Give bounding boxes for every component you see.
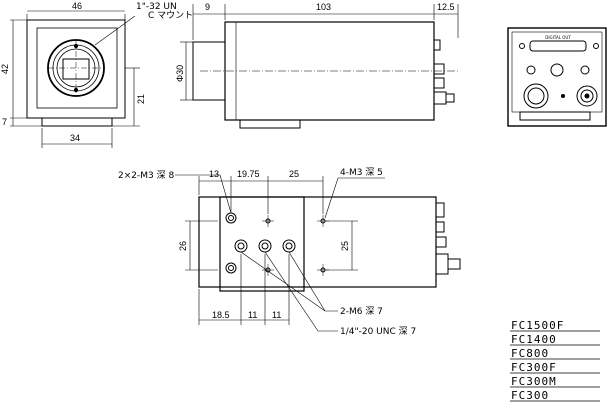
front-view: [10, 10, 140, 148]
dim-lens-length: 9: [205, 2, 210, 12]
m3-hole-bottom-left: [225, 262, 237, 274]
model-5: FC300M: [511, 375, 557, 388]
small-connector-mid: [550, 63, 564, 77]
model-list: FC1500F FC1400 FC800 FC300F FC300M FC300: [510, 319, 600, 402]
dim-bottom-3: 11: [272, 310, 281, 320]
bnc-connector: [576, 85, 598, 107]
dim-bottom-top-3: 25: [289, 169, 299, 179]
rear-base: [519, 111, 591, 121]
model-2: FC1400: [511, 333, 557, 346]
dim-bottom-left: 26: [178, 241, 188, 251]
model-4: FC300F: [511, 361, 557, 374]
model-1: FC1500F: [511, 319, 564, 332]
dim-bottom-top-2: 19.75: [237, 169, 260, 179]
dim-front-offset: 7: [2, 117, 7, 127]
dim-front-width: 46: [72, 1, 82, 11]
dim-front-half: 21: [136, 94, 146, 104]
label-2m6-deep7: 2-M6 深 7: [340, 306, 383, 317]
side-view: [180, 4, 460, 129]
dim-front-base: 34: [70, 133, 80, 143]
dim-bottom-2: 11: [248, 310, 257, 320]
bottom-body: [198, 196, 437, 288]
small-connector-left: [526, 65, 536, 75]
bottom-view: [175, 174, 461, 332]
power-connector: [523, 83, 549, 109]
dim-diameter: Φ30: [175, 65, 185, 82]
label-unc-deep7: 1/4"-20 UNC 深 7: [340, 326, 416, 337]
model-6: FC300: [511, 389, 549, 402]
digital-out-label: DIGITAL OUT: [545, 35, 571, 40]
bottom-mount-plate: [219, 196, 305, 292]
mount-label: C マウント: [148, 10, 193, 21]
label-m3-deep8: 2×2-M3 深 8: [118, 170, 174, 181]
dim-bottom-1: 18.5: [212, 310, 230, 320]
label-4m3-deep5: 4-M3 深 5: [340, 167, 383, 178]
small-connector-right: [580, 65, 590, 75]
dim-rear-length: 12.5: [437, 2, 455, 12]
dim-bottom-top-1: 13: [209, 169, 219, 179]
model-3: FC800: [511, 347, 549, 360]
front-flange: [36, 27, 118, 109]
front-body: [26, 19, 126, 119]
m3-hole-top-left: [225, 212, 237, 224]
dim-front-height: 42: [0, 64, 10, 74]
front-base: [41, 117, 113, 127]
rear-panel-body: [507, 27, 607, 127]
thread-label: 1"-32 UN: [136, 2, 177, 12]
unc-hole-center: [258, 239, 272, 253]
m6-hole-right: [282, 239, 296, 253]
dim-bottom-right: 25: [340, 241, 350, 251]
dim-body-length: 103: [316, 2, 331, 12]
rear-panel: [507, 27, 607, 127]
m6-hole-left: [234, 239, 248, 253]
side-base: [239, 119, 301, 129]
digital-out-connector: [529, 40, 587, 52]
